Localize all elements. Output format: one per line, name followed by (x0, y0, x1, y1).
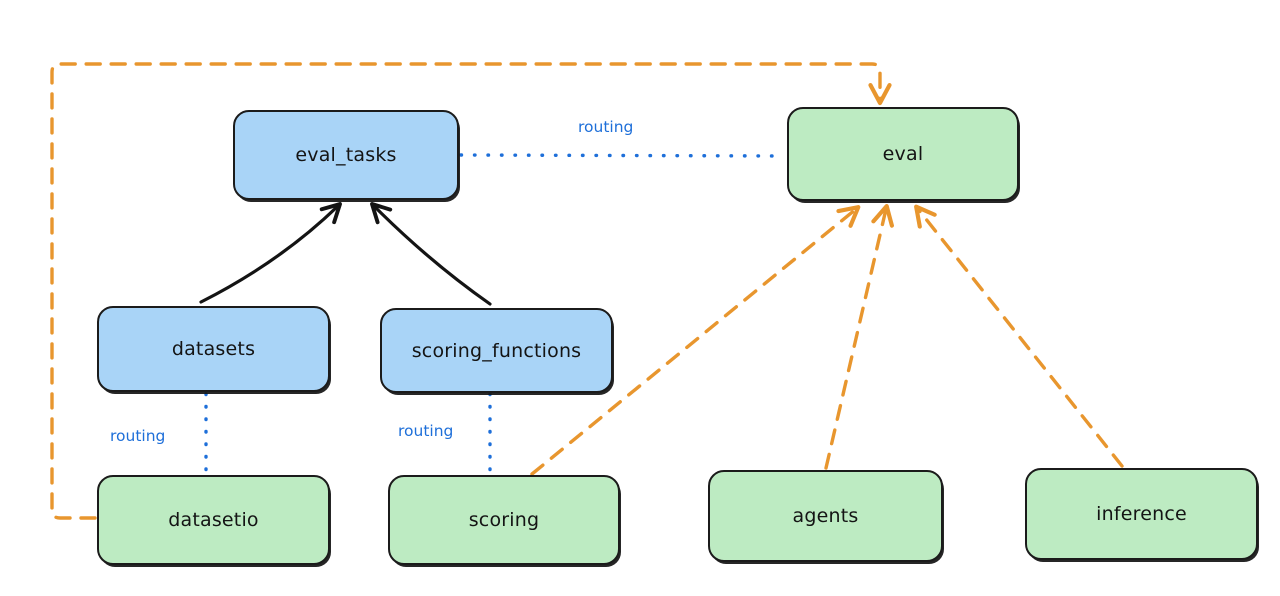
edge-scoring-functions-eval-tasks (370, 202, 492, 306)
node-agents[interactable]: agents (708, 470, 943, 562)
edge-datasets-eval-tasks (199, 202, 342, 304)
edge-routing-eval-tasks-eval (459, 153, 786, 158)
node-eval-tasks[interactable]: eval_tasks (233, 110, 459, 200)
node-label: datasetio (168, 509, 259, 531)
edge-scoring-eval (530, 205, 861, 476)
node-label: scoring (468, 509, 540, 531)
node-datasets[interactable]: datasets (97, 306, 330, 392)
node-label: eval_tasks (295, 144, 397, 166)
edge-agents-eval (824, 204, 894, 470)
edge-inference-eval (914, 204, 1124, 468)
node-scoring-functions[interactable]: scoring_functions (380, 308, 613, 393)
node-label: inference (1096, 503, 1187, 525)
edge-label-routing-scoring-functions-scoring: routing (398, 422, 454, 440)
edge-label-routing-eval-tasks-eval: routing (578, 118, 634, 136)
node-label: datasets (171, 338, 256, 360)
node-label: agents (792, 505, 859, 527)
node-eval[interactable]: eval (787, 107, 1019, 201)
node-scoring[interactable]: scoring (388, 475, 620, 565)
node-label: scoring_functions (411, 339, 582, 362)
node-datasetio[interactable]: datasetio (97, 475, 330, 565)
edge-label-routing-datasets-datasetio: routing (110, 427, 166, 445)
node-inference[interactable]: inference (1025, 468, 1258, 560)
edge-datasetio-eval (50, 62, 892, 520)
node-label: eval (882, 143, 924, 165)
